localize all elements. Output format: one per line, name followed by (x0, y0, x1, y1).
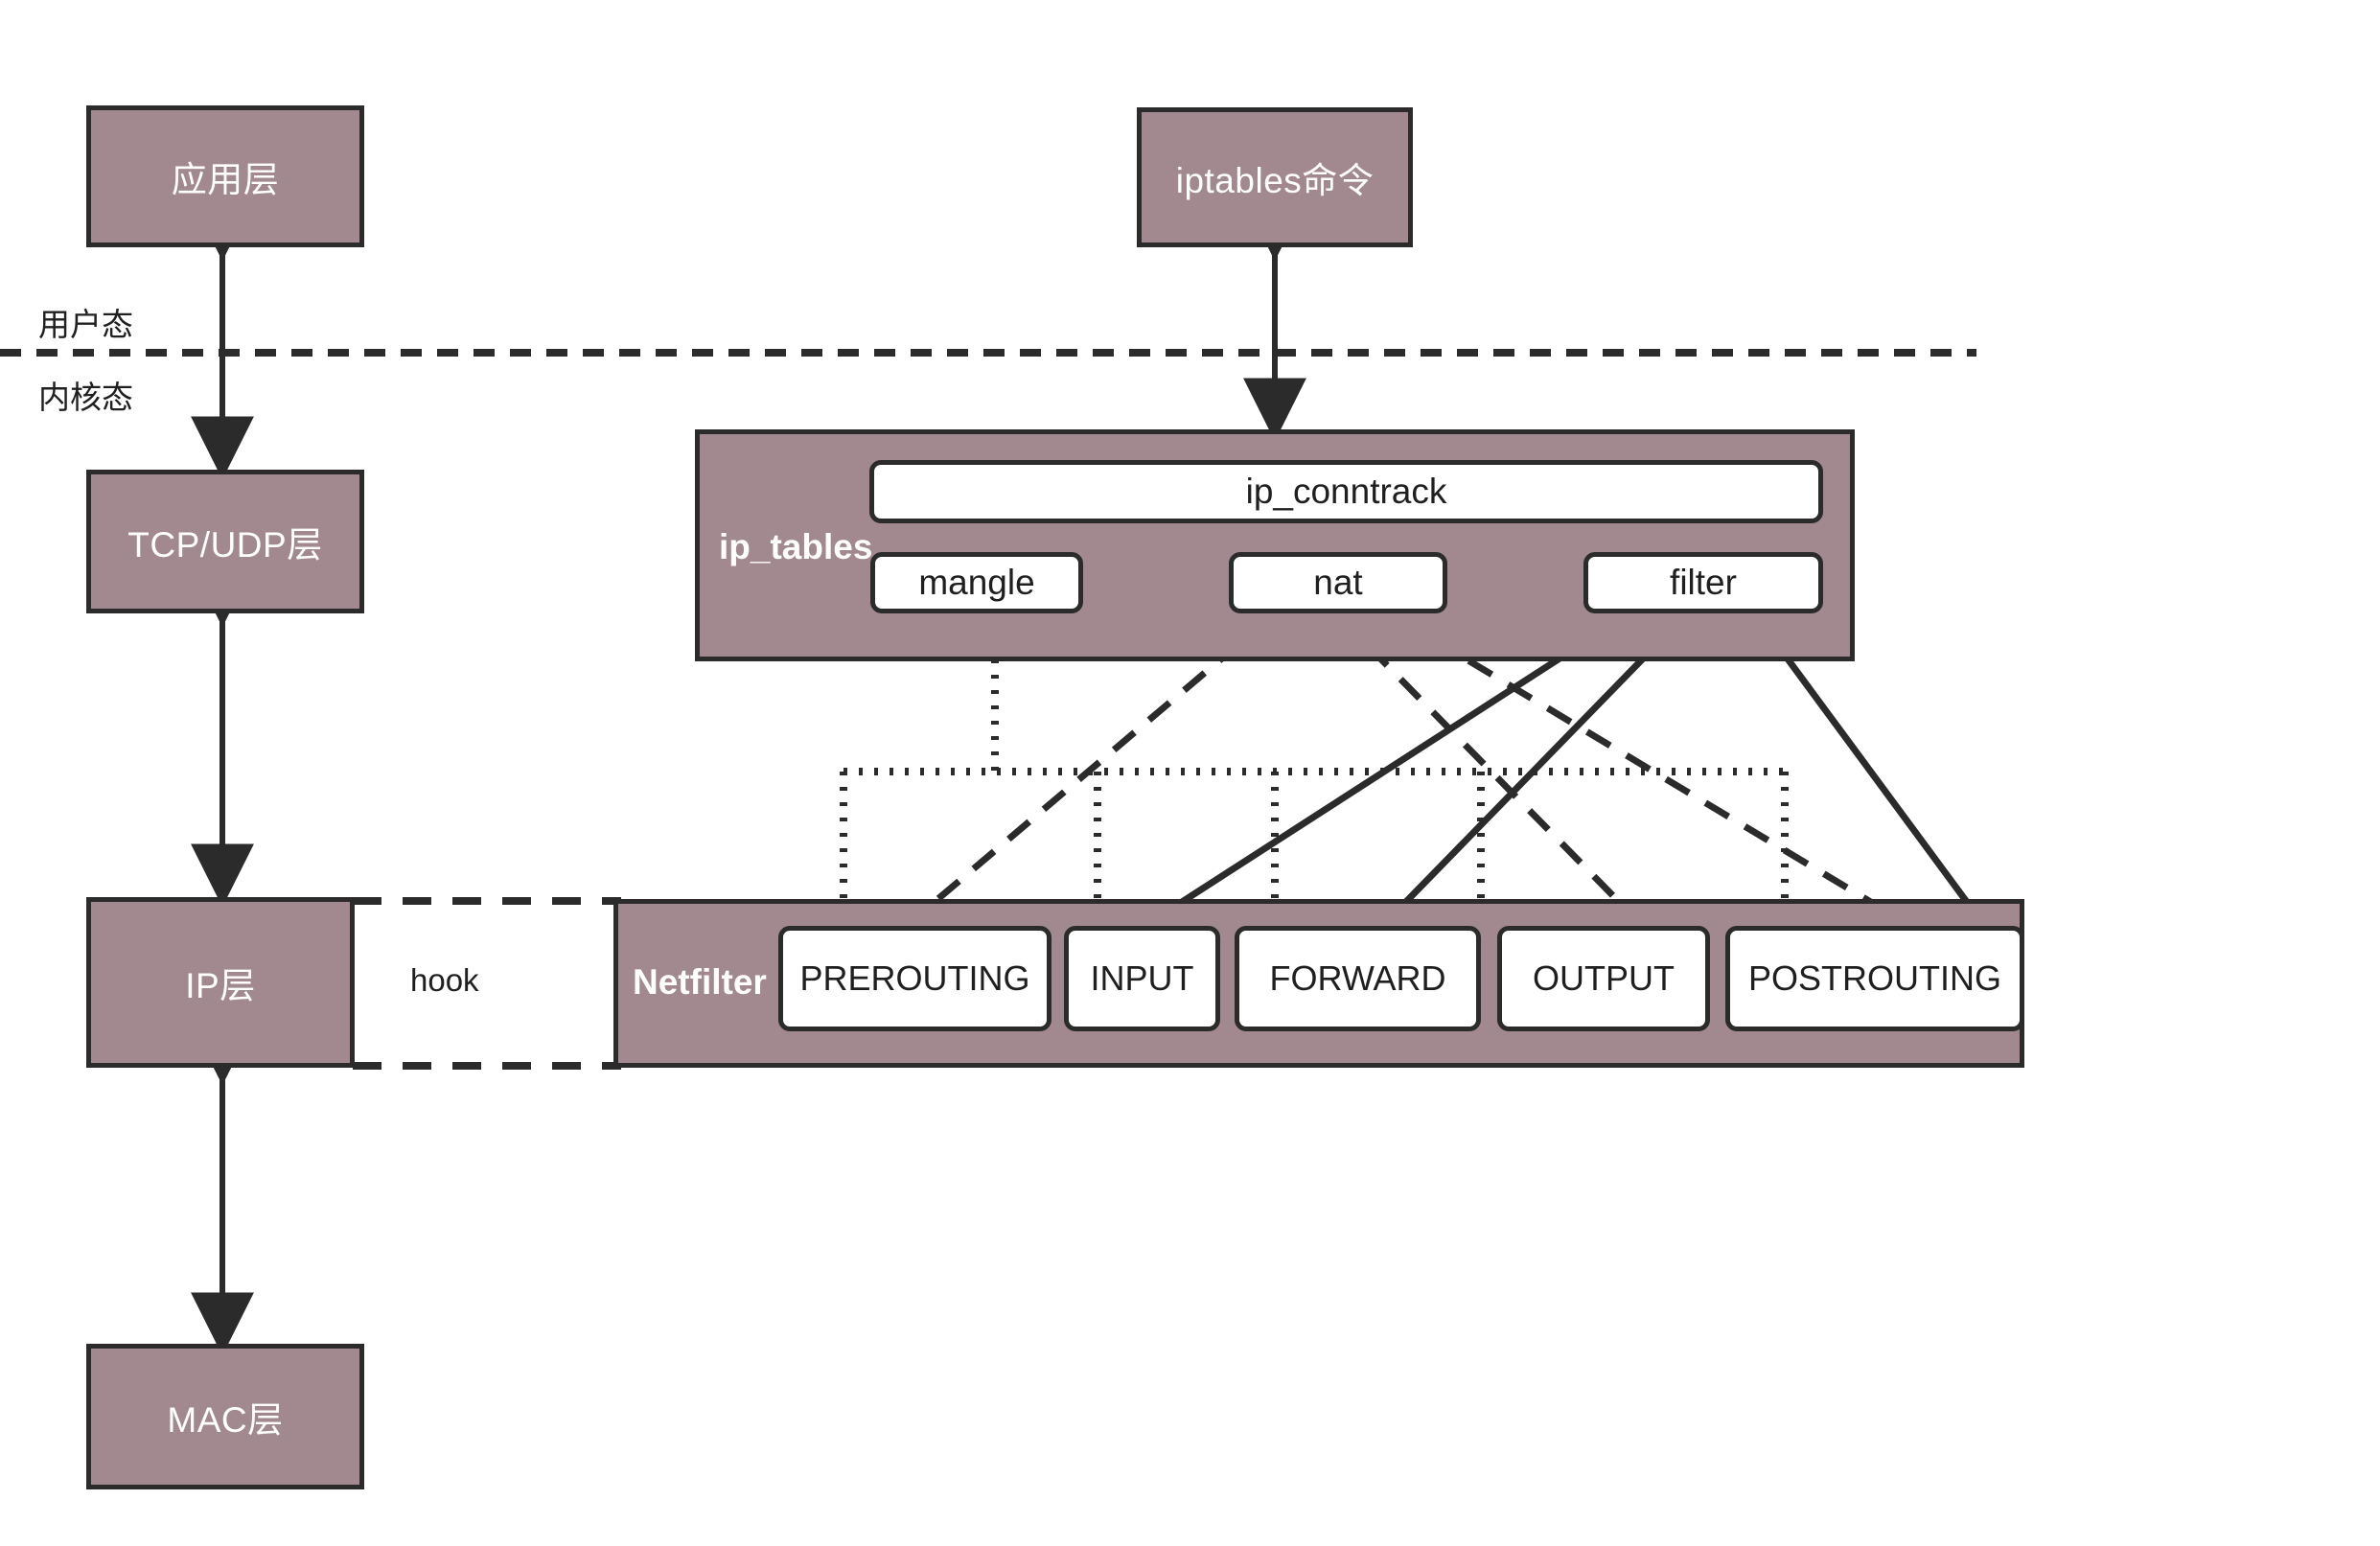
kernel-mode-label: 内核态 (38, 380, 133, 415)
transport-layer-label: TCP/UDP层 (127, 525, 323, 565)
netfilter-container-label: Netfilter (633, 962, 767, 1002)
table-filter-box: filter (1583, 552, 1823, 613)
chain-forward-box: FORWARD (1235, 926, 1481, 1031)
iptables-command-label: iptables命令 (1175, 161, 1375, 200)
table-filter-label: filter (1670, 563, 1737, 602)
chain-input-box: INPUT (1064, 926, 1220, 1031)
chain-forward-label: FORWARD (1269, 958, 1446, 998)
transport-layer-box: TCP/UDP层 (86, 470, 364, 613)
ip-conntrack-box: ip_conntrack (869, 460, 1823, 523)
chain-postrouting-box: POSTROUTING (1725, 926, 2024, 1031)
ip-conntrack-label: ip_conntrack (1245, 472, 1447, 511)
table-mangle-label: mangle (918, 563, 1035, 602)
ip-layer-label: IP层 (185, 966, 256, 1005)
chain-output-box: OUTPUT (1497, 926, 1710, 1031)
user-mode-label: 用户态 (38, 307, 133, 342)
application-layer-box: 应用层 (86, 105, 364, 247)
iptables-command-box: iptables命令 (1137, 107, 1413, 247)
hook-label: hook (410, 962, 479, 998)
chain-prerouting-box: PREROUTING (778, 926, 1051, 1031)
table-mangle-box: mangle (870, 552, 1083, 613)
chain-prerouting-label: PREROUTING (799, 958, 1030, 998)
mac-layer-box: MAC层 (86, 1344, 364, 1489)
application-layer-label: 应用层 (171, 160, 280, 199)
table-nat-box: nat (1229, 552, 1447, 613)
chain-output-label: OUTPUT (1533, 958, 1675, 998)
table-nat-label: nat (1313, 563, 1363, 602)
mac-layer-label: MAC层 (167, 1400, 284, 1440)
ip-tables-container-label: ip_tables (719, 527, 873, 566)
chain-postrouting-label: POSTROUTING (1747, 958, 2001, 998)
chain-input-label: INPUT (1090, 958, 1194, 998)
ip-layer-box: IP层 (86, 897, 355, 1068)
